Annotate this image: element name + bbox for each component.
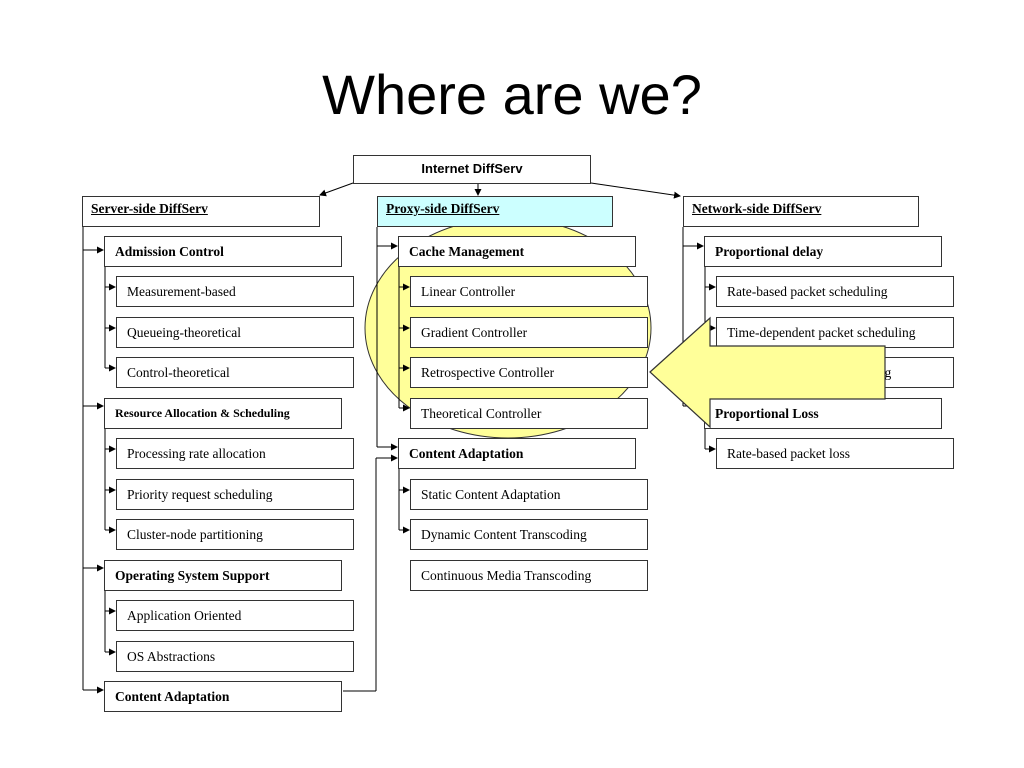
cache-management-node: Cache Management — [398, 236, 636, 267]
slide-title: Where are we? — [322, 63, 702, 126]
processing-rate-node: Processing rate allocation — [116, 438, 354, 469]
measurement-based-node: Measurement-based — [116, 276, 354, 307]
queueing-theoretical-node: Queueing-theoretical — [116, 317, 354, 348]
retrospective-controller-node: Retrospective Controller — [410, 357, 648, 388]
theoretical-controller-node: Theoretical Controller — [410, 398, 648, 429]
root-node: Internet DiffServ — [353, 155, 591, 184]
os-abstractions-node: OS Abstractions — [116, 641, 354, 672]
occluded-scheduling-node: ing — [716, 357, 954, 388]
resource-allocation-node: Resource Allocation & Scheduling — [104, 398, 342, 429]
rate-based-scheduling-node: Rate-based packet scheduling — [716, 276, 954, 307]
proportional-loss-node: Proportional Loss — [704, 398, 942, 429]
proxy-content-adaptation-node: Content Adaptation — [398, 438, 636, 469]
dynamic-transcoding-node: Dynamic Content Transcoding — [410, 519, 648, 550]
static-content-node: Static Content Adaptation — [410, 479, 648, 510]
priority-request-node: Priority request scheduling — [116, 479, 354, 510]
application-oriented-node: Application Oriented — [116, 600, 354, 631]
os-support-node: Operating System Support — [104, 560, 342, 591]
occluded-scheduling-label: ing — [874, 365, 892, 380]
server-content-adaptation-node: Content Adaptation — [104, 681, 342, 712]
server-side-heading: Server-side DiffServ — [82, 196, 320, 227]
continuous-media-node: Continuous Media Transcoding — [410, 560, 648, 591]
proportional-delay-node: Proportional delay — [704, 236, 942, 267]
gradient-controller-node: Gradient Controller — [410, 317, 648, 348]
linear-controller-node: Linear Controller — [410, 276, 648, 307]
proxy-side-heading: Proxy-side DiffServ — [377, 196, 613, 227]
cluster-node-partitioning-node: Cluster-node partitioning — [116, 519, 354, 550]
admission-control-node: Admission Control — [104, 236, 342, 267]
rate-based-loss-node: Rate-based packet loss — [716, 438, 954, 469]
control-theoretical-node: Control-theoretical — [116, 357, 354, 388]
time-dependent-scheduling-node: Time-dependent packet scheduling — [716, 317, 954, 348]
network-side-heading: Network-side DiffServ — [683, 196, 919, 227]
